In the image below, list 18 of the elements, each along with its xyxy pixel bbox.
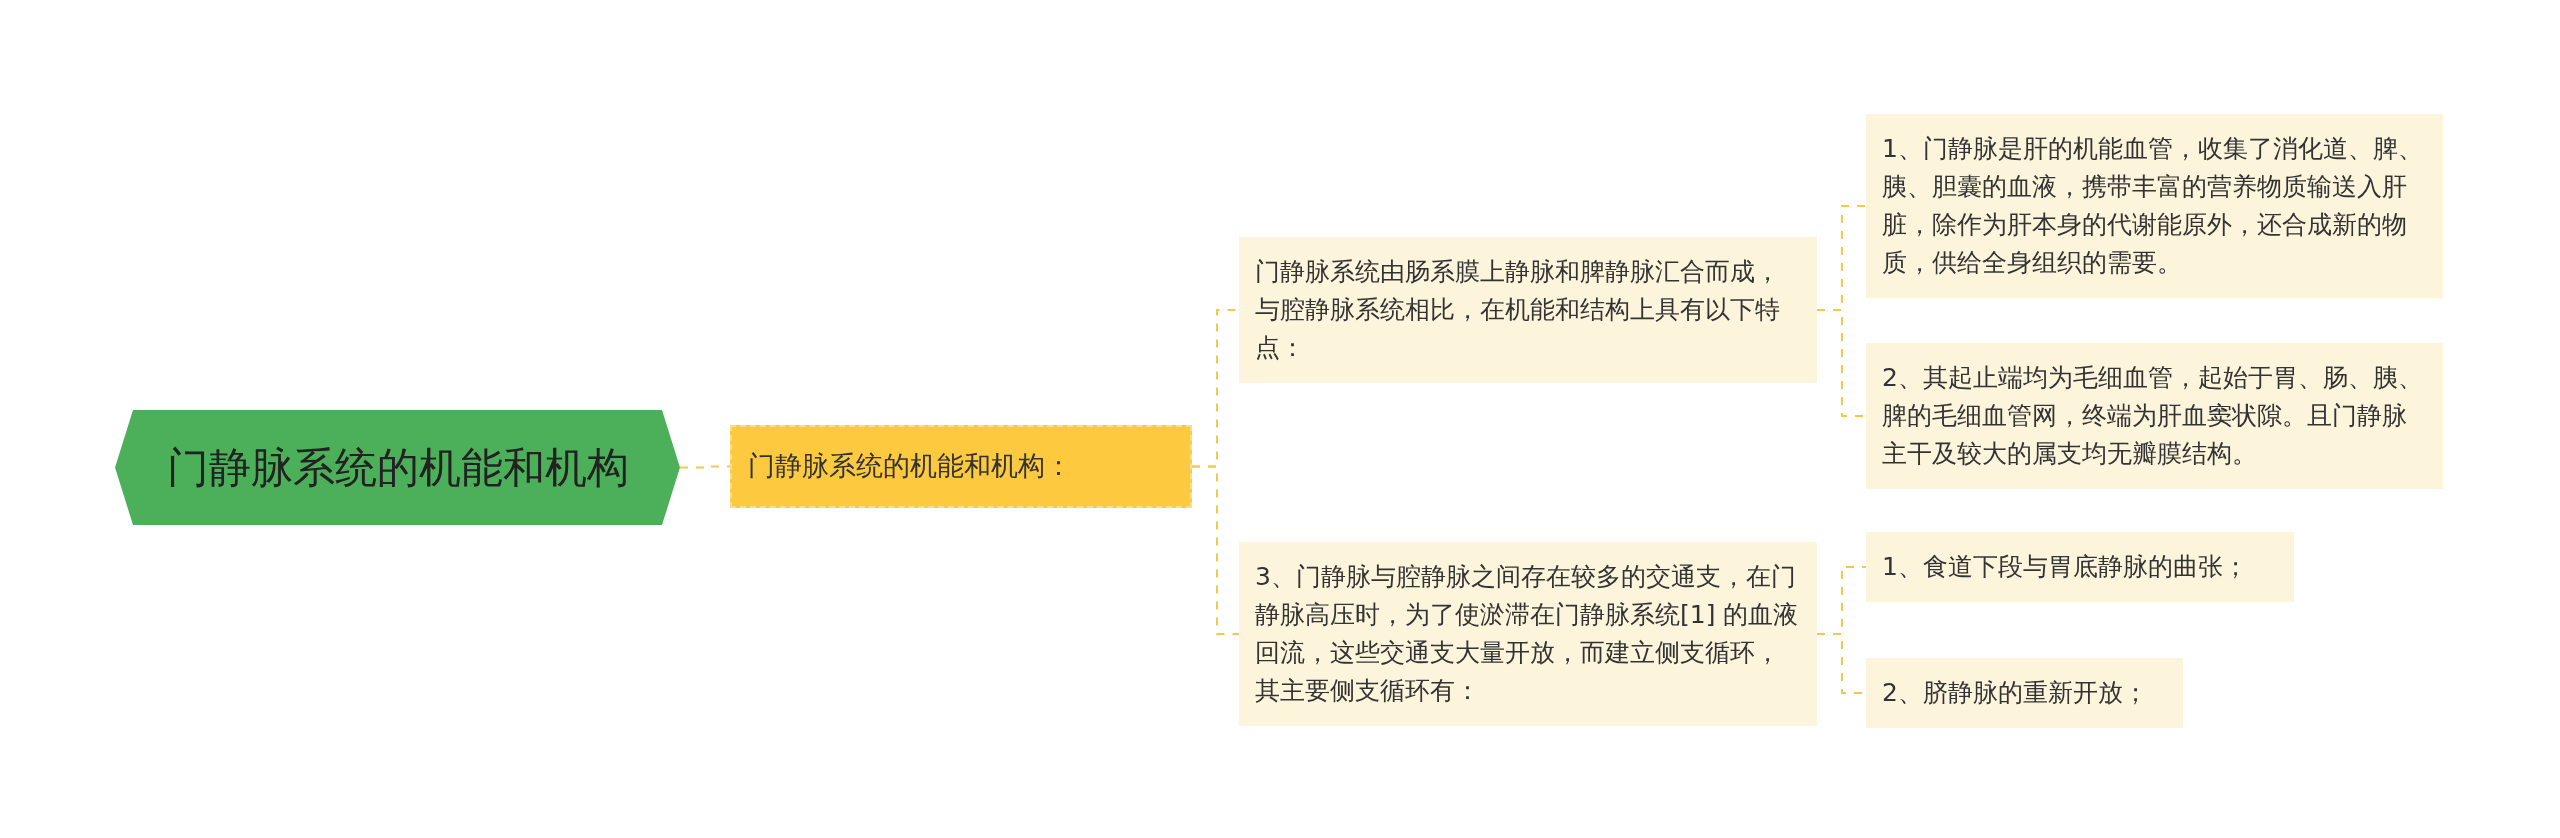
topic-text: 门静脉系统的机能和机构 (166, 442, 629, 494)
topic-box (1866, 532, 2294, 602)
topic-text: 3、门静脉与腔静脉之间存在较多的交通支，在门静脉高压时，为了使淤滞在门静脉系统[1] 的血液回流，这些交通支大量开放，而建立侧支循环，其主要侧支循环有： (1255, 562, 1799, 705)
topic-box (1239, 237, 1817, 383)
topic-text: 门静脉系统由肠系膜上静脉和脾静脉汇合而成，与腔静脉系统相比，在机能和结构上具有以下特点： (1255, 257, 1780, 362)
connector-line (679, 465, 731, 469)
connector-line (1191, 465, 1240, 635)
topic-box (1239, 542, 1817, 726)
topic-text: 1、食道下段与胃底静脉的曲张； (1882, 552, 2248, 581)
topic-text: 2、其起止端均为毛细血管，起始于胃、肠、胰、脾的毛细血管网，终端为肝血窦状隙。且门静脉主干及较大的属支均无瓣膜结构。 (1882, 363, 2423, 468)
topic-text: 门静脉系统的机能和机构： (748, 449, 1072, 484)
topic-text: 2、脐静脉的重新开放； (1882, 678, 2148, 707)
topic-text: 1、门静脉是肝的机能血管，收集了消化道、脾、胰、胆囊的血液，携带丰富的营养物质输送入肝脏，除作为肝本身的代谢能原外，还合成新的物质，供给全身组织的需要。 (1882, 134, 2423, 277)
topic-box (1866, 658, 2183, 728)
topic-box (1866, 343, 2443, 489)
topic-hexagon (115, 410, 680, 525)
topic-box (1866, 114, 2443, 298)
topic-box (730, 425, 1192, 508)
